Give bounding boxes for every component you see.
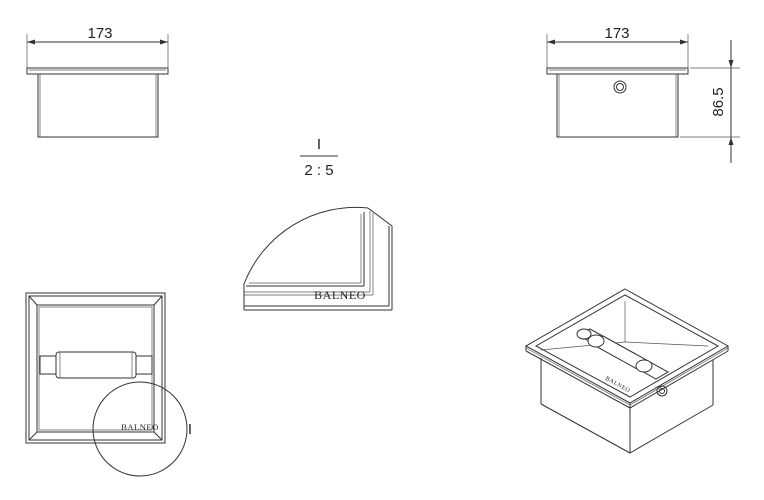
front-width-label: 173	[87, 25, 112, 42]
detail-scale-label: I 2 : 5	[300, 136, 338, 179]
detail-marker-label: I	[317, 136, 321, 153]
iso-mounting-hole-icon	[656, 385, 668, 397]
side-width-label: 173	[604, 25, 629, 42]
side-elevation-view: 173 86.5	[546, 25, 740, 163]
paper-roll-holder	[39, 351, 153, 379]
isometric-view: BALNEO	[524, 288, 730, 454]
side-height-label: 86.5	[710, 87, 727, 116]
detail-view: BALNEO	[243, 206, 393, 311]
detail-scale-text: 2 : 5	[304, 162, 333, 179]
front-view: BALNEO I	[25, 292, 192, 477]
front-brand-logo: BALNEO	[121, 422, 158, 432]
front-detail-marker: I	[188, 421, 192, 438]
mounting-hole-icon	[613, 80, 627, 94]
iso-paper-roll-holder	[576, 328, 670, 380]
detail-circle	[92, 381, 188, 477]
front-elevation-view: 173	[26, 25, 169, 138]
detail-brand-logo: BALNEO	[314, 288, 366, 302]
